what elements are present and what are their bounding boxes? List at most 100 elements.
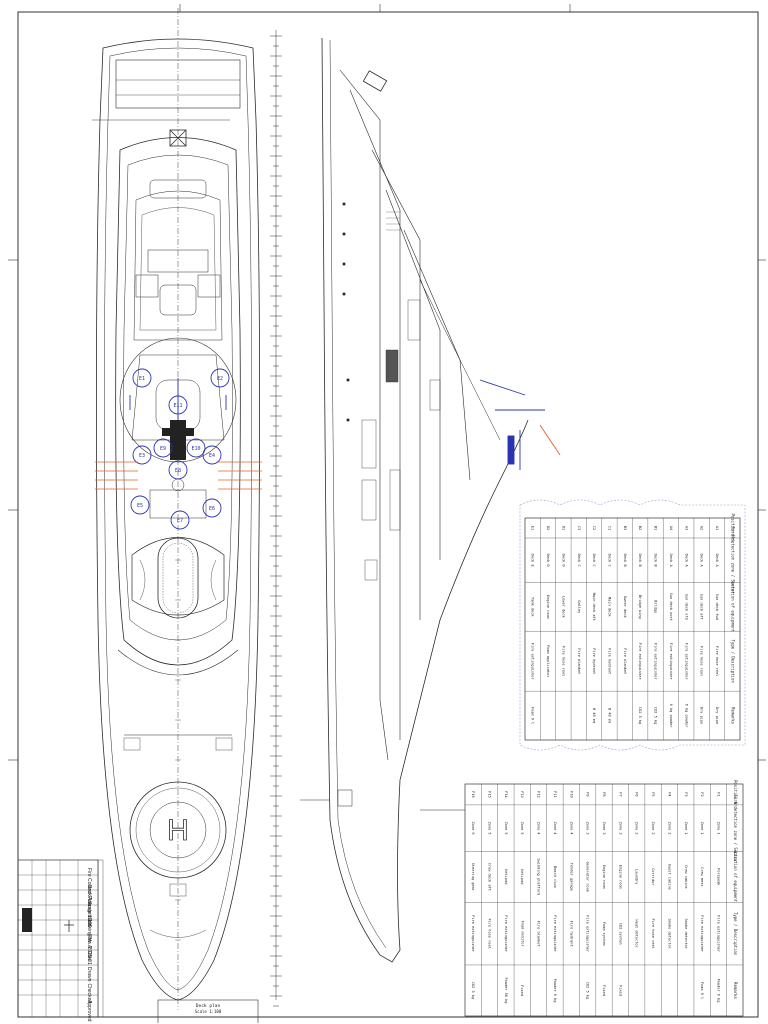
- callout-circle: [170, 510, 190, 530]
- table-cell: Fire hydrant: [607, 648, 611, 674]
- table-header-cell: Type / Description: [730, 640, 735, 684]
- table-cell: Galley: [577, 600, 581, 614]
- bottom-scale-label: Deck plan Scale 1:100: [157, 999, 259, 1023]
- table-cell: Fire extinguisher: [669, 643, 673, 681]
- table-cell: Deck C: [592, 554, 596, 567]
- callout-label: E4: [209, 453, 215, 459]
- table-header-cell: Position Nr.: [733, 780, 738, 809]
- table-cell: Laundry: [635, 869, 639, 885]
- table-cell: Fire hose reel: [715, 646, 719, 676]
- table-cell: F12: [537, 791, 541, 798]
- table-cell: Fire hose reel: [561, 646, 565, 676]
- callout-circle: [202, 498, 222, 518]
- table-cell: Deck C: [577, 554, 581, 567]
- table-cell: Dry pipe: [715, 707, 719, 724]
- table-cell: Zone 4: [553, 822, 557, 835]
- table-cell: Forepeak: [716, 868, 720, 886]
- table-cell: Lower deck: [561, 596, 565, 618]
- table-cell: Deck D: [561, 554, 565, 567]
- callout-circle: [132, 368, 152, 388]
- table-cell: D2: [546, 526, 550, 530]
- table-cell: Fire extinguisher: [504, 915, 508, 953]
- table-cell: Zone 3: [618, 822, 622, 835]
- table-cell: F5: [651, 792, 655, 796]
- table-header-cell: Type / Description: [733, 912, 738, 956]
- table-cell: Tank deck: [531, 597, 535, 617]
- title-block-line: Scale 1:100: [86, 901, 92, 928]
- table-cell: Deck B: [654, 554, 658, 567]
- callout-circle: [202, 445, 222, 465]
- table-cell: C3: [577, 526, 581, 530]
- table-cell: 6 kg powder: [669, 704, 673, 729]
- table-cell: Powder 6 kg: [716, 979, 720, 1003]
- table-header-cell: Remarks: [730, 707, 735, 724]
- upper-table-outline: [519, 499, 746, 751]
- title-block-line: Rev. A: [86, 934, 92, 949]
- svg-text:H: H: [167, 814, 189, 847]
- table-cell: Ø 40 mm: [607, 708, 612, 723]
- table-cell: F15: [488, 791, 492, 798]
- callout-circle: [130, 495, 150, 515]
- title-block-line: Fire Control Plan: [86, 868, 92, 906]
- side-profile-view: [300, 37, 529, 963]
- table-cell: Crew mess: [700, 867, 704, 886]
- table-cell: Deck A: [715, 554, 719, 568]
- table-cell: Smoke detector: [684, 918, 688, 949]
- table-cell: Zone 1: [684, 822, 688, 835]
- table-cell: C1: [607, 526, 611, 530]
- callout-circle: [186, 438, 206, 458]
- table-cell: Fixed: [520, 985, 524, 996]
- table-cell: Deck A: [700, 554, 704, 568]
- table-cell: Fire hose reel: [488, 918, 492, 948]
- table-cell: D1: [561, 526, 565, 530]
- table-cell: Bridge: [654, 600, 658, 613]
- table-cell: F16: [471, 791, 475, 798]
- callout-label: E3: [139, 453, 145, 459]
- table-header-cell: Remarks: [733, 982, 738, 999]
- table-cell: Crew cabins: [684, 865, 688, 889]
- table-cell: Zone 5: [504, 822, 508, 835]
- table-cell: F4: [667, 792, 671, 796]
- table-cell: Fire blanket: [537, 921, 541, 947]
- table-cell: B1: [654, 526, 658, 530]
- callout-label: E10: [191, 446, 200, 452]
- table-cell: Fixed: [618, 985, 622, 996]
- callout-circle: [153, 438, 173, 458]
- title-block-line: Approved: [86, 1000, 92, 1022]
- table-cell: F9: [586, 792, 590, 796]
- sheet-border: [17, 11, 759, 1018]
- callout-circle: [210, 368, 230, 388]
- table-cell: F14: [504, 791, 508, 798]
- fire-equipment-table-lower: Position Nr.Fire detection zone / Sector…: [464, 780, 744, 1017]
- table-cell: Fire hydrant: [569, 921, 573, 947]
- orange-leader-lines: [95, 461, 262, 490]
- profile-fire-callouts: [479, 379, 561, 470]
- table-cell: Fire extinguisher: [531, 643, 535, 681]
- table-cell: Engine room: [618, 865, 622, 889]
- deck-plan-view: H: [92, 8, 260, 1010]
- table-cell: Deck D: [546, 554, 550, 567]
- table-cell: CO2 5 kg: [638, 707, 642, 724]
- table-cell: F8: [602, 792, 606, 796]
- table-cell: Deck A: [669, 554, 673, 568]
- table-cell: Zone 3: [586, 822, 590, 835]
- table-cell: B3: [623, 526, 627, 530]
- table-cell: Foam monitor: [520, 921, 524, 948]
- table-cell: Beach club: [553, 866, 557, 888]
- callout-label: E8: [175, 468, 181, 474]
- table-cell: Zone 2: [635, 822, 639, 835]
- table-cell: Main deck: [607, 597, 611, 617]
- table-header-cell: Location of equipment: [733, 852, 738, 903]
- table-cell: Fire hose reel: [700, 646, 704, 676]
- table-cell: A4: [669, 526, 673, 530]
- table-cell: Crew deck aft: [488, 863, 492, 891]
- fire-equipment-table-upper: Position Nr.Fire detection zone / Sector…: [524, 514, 741, 741]
- table-cell: CO2 5 kg: [471, 982, 475, 999]
- callout-circle: [168, 460, 188, 480]
- table-cell: F10: [569, 791, 573, 798]
- table-header-cell: Position Nr.: [730, 514, 735, 543]
- table-cell: Dry pipe: [700, 707, 704, 724]
- table-header-cell: Fire detection zone / Sector: [733, 794, 738, 862]
- title-block-line: Deck Arrangement: [86, 885, 92, 927]
